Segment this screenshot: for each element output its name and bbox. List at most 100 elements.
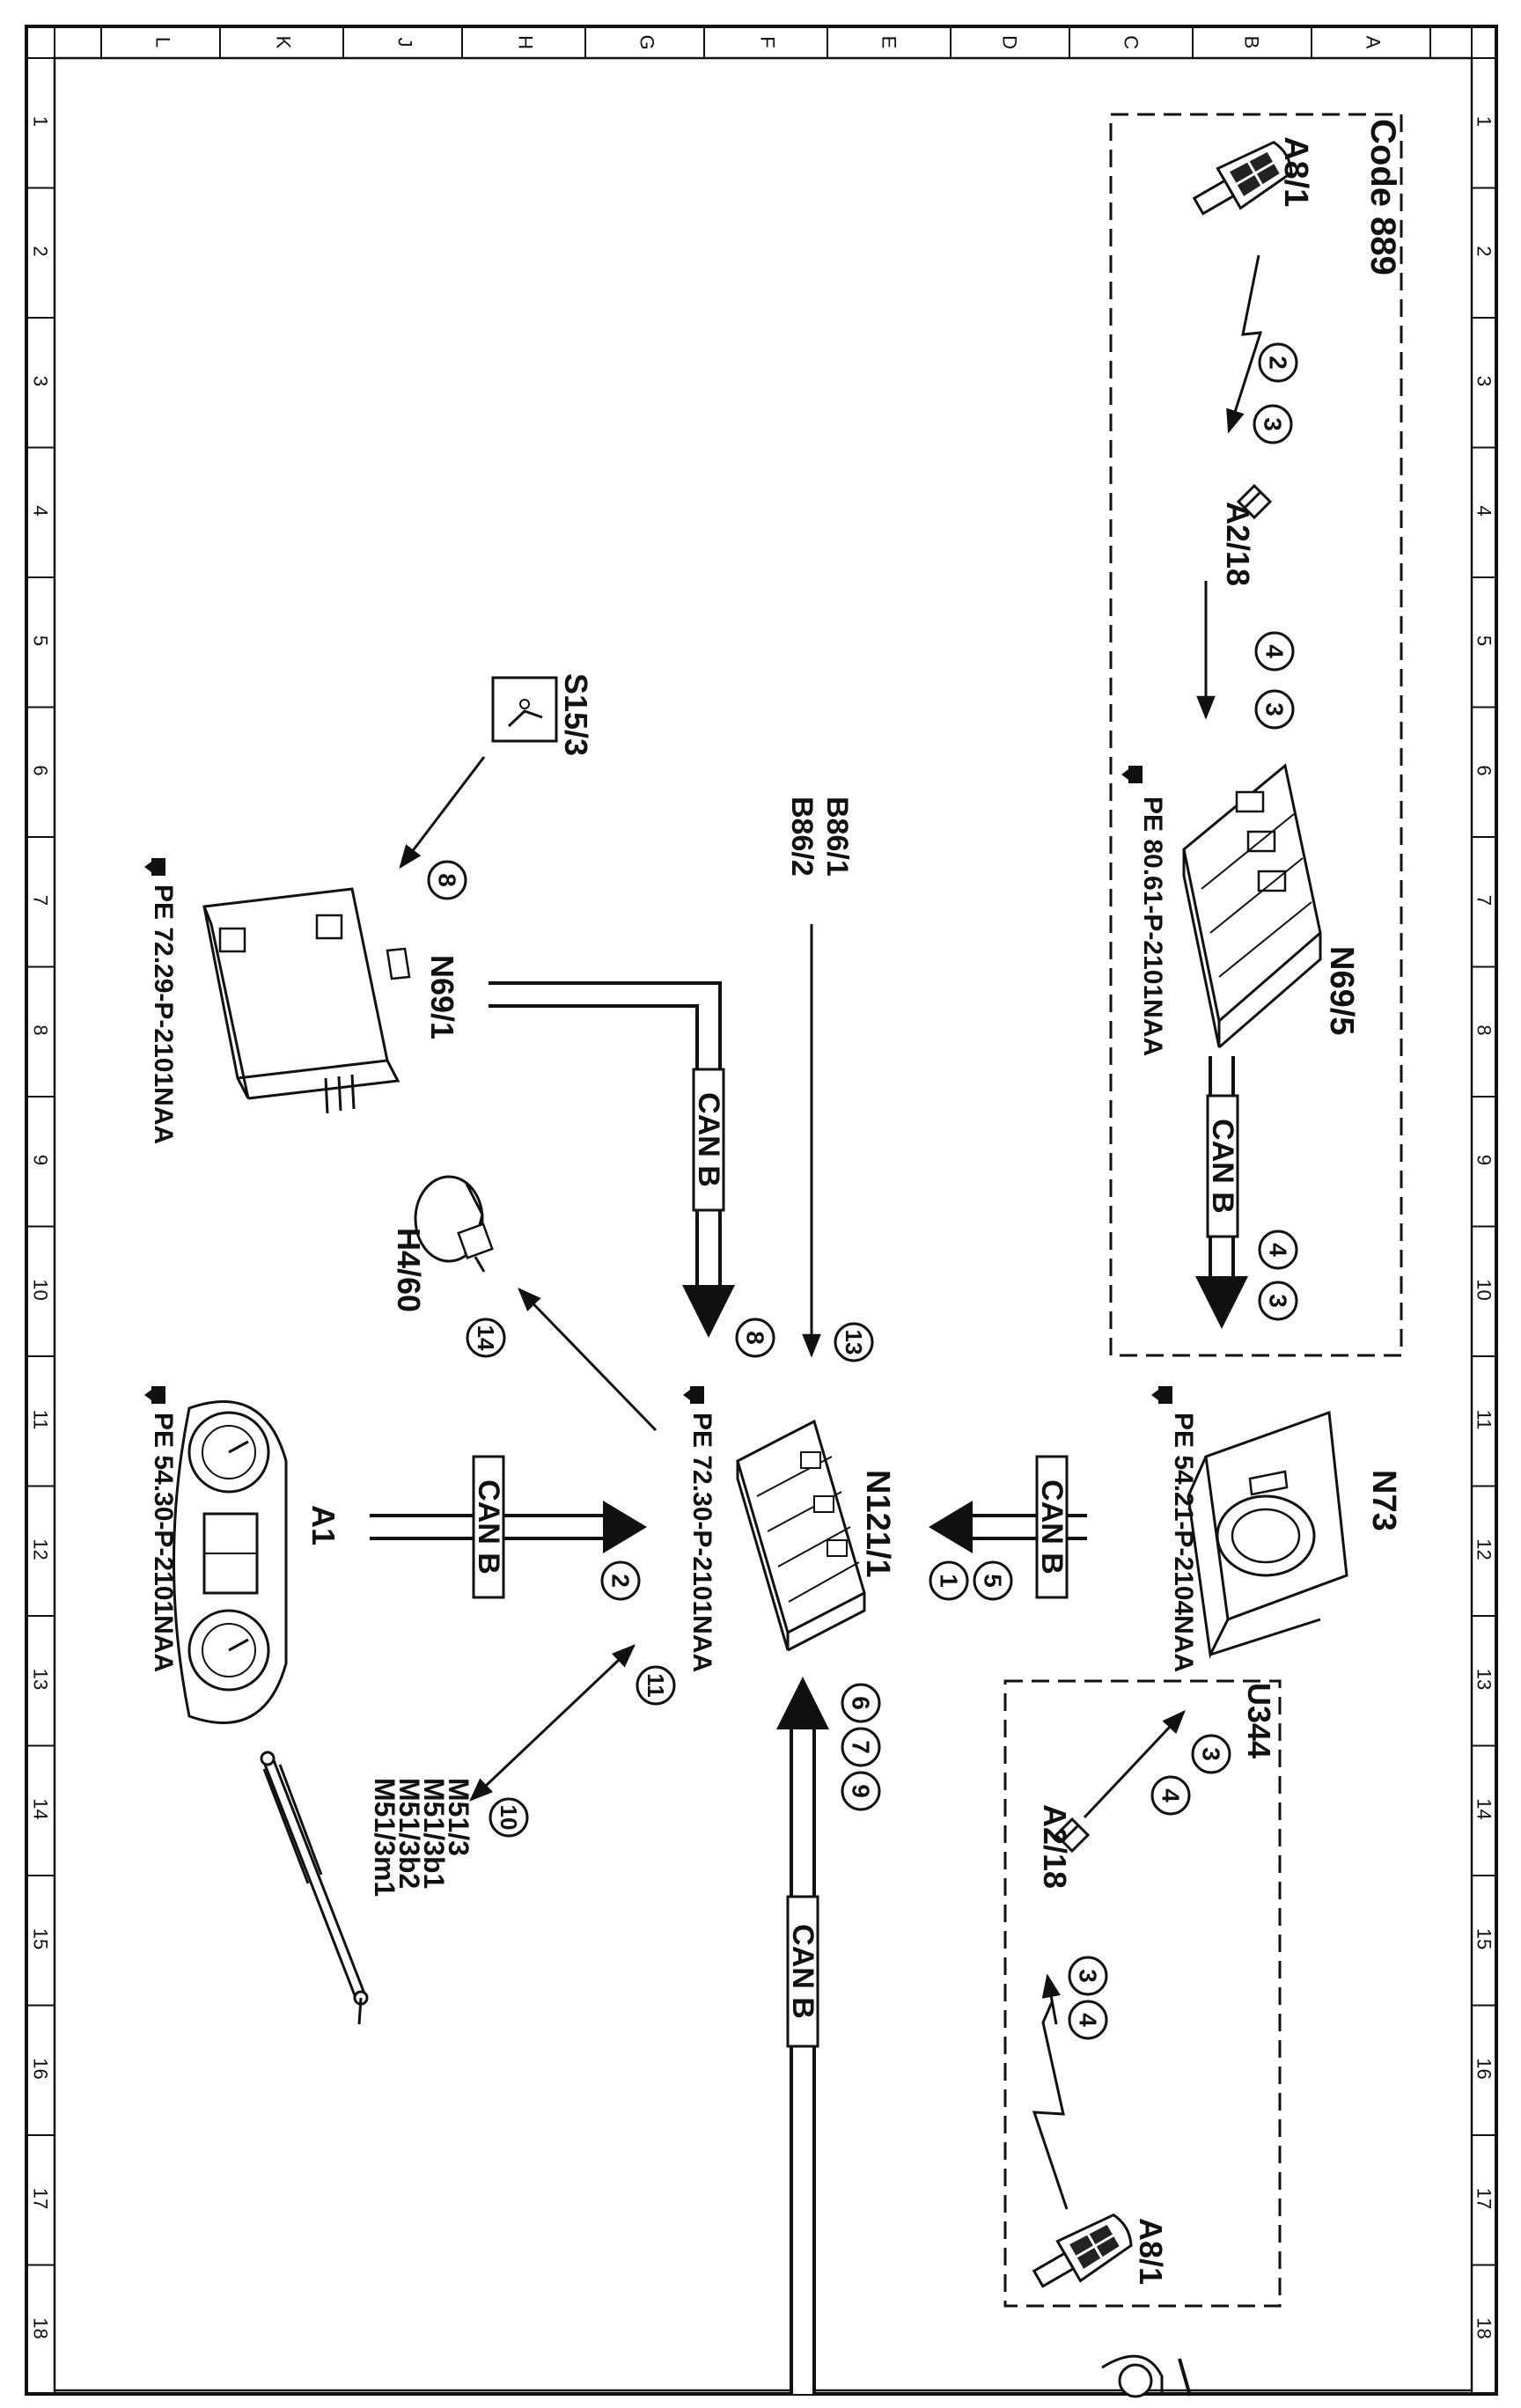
grid-row-label: 2 xyxy=(30,246,52,256)
grid-row-label: 3 xyxy=(30,376,52,386)
grid-row-label: 10 xyxy=(30,1279,52,1300)
can-bus-n69-5: CAN B xyxy=(1195,1056,1248,1329)
grid-column-label: F xyxy=(757,36,779,48)
partial-symbol-icon xyxy=(1101,2354,1192,2398)
grid-row-label: 4 xyxy=(1473,505,1495,516)
callout: 3 xyxy=(1253,404,1293,444)
horn-h4-60-icon xyxy=(414,1175,494,1273)
ignition-switch-icon xyxy=(1187,1410,1348,1659)
label-h4-60: H4/60 xyxy=(391,1228,427,1312)
callout: 4 xyxy=(1258,1230,1298,1270)
instrument-cluster-icon xyxy=(173,1400,288,1724)
grid-row-label: 4 xyxy=(30,505,52,516)
callout: 4 xyxy=(1150,1775,1191,1816)
grid-row-label: 11 xyxy=(1473,1410,1495,1430)
grid-row-label: 8 xyxy=(30,1024,52,1035)
ref-n69-5: PE 80.61-P-2101NAA xyxy=(1138,797,1167,1056)
label-m51-3: M51/3 xyxy=(443,1778,474,1856)
label-n121-1: N121/1 xyxy=(859,1470,896,1578)
grid-row-label: 13 xyxy=(1473,1669,1495,1690)
grid-row-label: 14 xyxy=(30,1798,52,1819)
callout: 9 xyxy=(841,1771,881,1811)
grid-row-label: 9 xyxy=(1473,1155,1495,1165)
grid-row-label: 1 xyxy=(1473,116,1495,127)
grid-row-label: 12 xyxy=(30,1538,52,1560)
svg-text:3: 3 xyxy=(1260,417,1287,431)
svg-text:2: 2 xyxy=(1265,356,1292,370)
grid-row-label: 11 xyxy=(30,1410,52,1430)
ref-n73: PE 54.21-P-2104NAA xyxy=(1169,1413,1198,1672)
group-code-889: Code 889 xyxy=(1109,113,1403,1357)
grid-row-label: 15 xyxy=(1473,1928,1495,1949)
grid-row-label: 6 xyxy=(1473,765,1495,775)
svg-text:4: 4 xyxy=(1075,2013,1102,2027)
callout: 4 xyxy=(1068,2000,1108,2040)
callout: 1 xyxy=(929,1560,969,1601)
grid-row-label: 7 xyxy=(30,895,52,906)
grid-row-label: 2 xyxy=(1473,246,1495,256)
svg-text:7: 7 xyxy=(848,1740,875,1754)
svg-text:13: 13 xyxy=(841,1330,867,1355)
module-n69-5-icon xyxy=(1182,763,1322,1049)
grid-row-label: 5 xyxy=(1473,635,1495,646)
can-b-label: CAN B xyxy=(1035,1479,1069,1575)
svg-text:11: 11 xyxy=(643,1673,669,1698)
callout: 11 xyxy=(636,1665,676,1706)
can-bus-n69-1: CAN B xyxy=(489,981,735,1338)
grid-column-label: C xyxy=(1121,35,1143,49)
grid-column-label: A xyxy=(1363,36,1385,49)
label-a1: A1 xyxy=(305,1505,342,1545)
grid-row-label: 10 xyxy=(1473,1279,1495,1300)
callout: 10 xyxy=(489,1797,529,1838)
label-a8-1-top: A8/1 xyxy=(1277,136,1314,207)
svg-text:1: 1 xyxy=(936,1574,963,1588)
svg-text:3: 3 xyxy=(1198,1747,1225,1761)
grid-row-label: 16 xyxy=(1473,2058,1495,2079)
svg-text:8: 8 xyxy=(742,1331,769,1345)
ref-a1: PE 54.30-P-2101NAA xyxy=(149,1413,178,1672)
grid-column-label: E xyxy=(878,36,900,49)
grid-column-label: K xyxy=(273,36,295,49)
document-ref-icon xyxy=(1151,1386,1172,1404)
svg-text:10: 10 xyxy=(496,1805,522,1831)
callout: 3 xyxy=(1191,1734,1231,1774)
grid-row-label: 3 xyxy=(1473,376,1495,386)
callout: 13 xyxy=(834,1322,874,1362)
can-b-label: CAN B xyxy=(472,1479,505,1575)
label-n73: N73 xyxy=(1365,1470,1402,1531)
callout: 3 xyxy=(1068,1956,1108,1996)
svg-text:3: 3 xyxy=(1265,1294,1292,1308)
document-ref-icon xyxy=(1121,766,1143,783)
grid-column-label: D xyxy=(999,35,1021,49)
can-b-label: CAN B xyxy=(1206,1119,1239,1214)
svg-text:8: 8 xyxy=(434,873,461,887)
callout: 2 xyxy=(1258,342,1298,383)
can-b-label: CAN B xyxy=(692,1092,725,1187)
svg-text:14: 14 xyxy=(473,1325,499,1351)
callout: 3 xyxy=(1254,689,1295,730)
svg-text:2: 2 xyxy=(607,1574,635,1588)
can-bus-bottom: CAN B xyxy=(776,1677,829,2394)
document-ref-icon xyxy=(144,1386,165,1404)
document-ref-icon xyxy=(144,858,165,876)
callout: 6 xyxy=(841,1683,881,1723)
label-b86-2: B86/2 xyxy=(785,797,819,877)
svg-text:4: 4 xyxy=(1261,644,1289,658)
callout: 14 xyxy=(466,1318,506,1358)
document-ref-icon xyxy=(683,1386,704,1404)
label-n69-1: N69/1 xyxy=(424,955,460,1039)
label-a2-18-top: A2/18 xyxy=(1220,502,1256,586)
grid-row-label: 17 xyxy=(30,2188,52,2209)
can-bus-a1: CAN B xyxy=(370,1455,647,1599)
label-m51-3b1: M51/3b1 xyxy=(418,1778,450,1889)
grid-row-label: 7 xyxy=(1473,895,1495,906)
label-m51-3b2: M51/3b2 xyxy=(393,1778,425,1889)
label-a2-18-bottom: A2/18 xyxy=(1037,1804,1073,1889)
grid-row-label: 9 xyxy=(30,1155,52,1165)
antenna-icon xyxy=(1054,1817,1091,1854)
label-n69-5: N69/5 xyxy=(1323,946,1360,1035)
label-m51-3m1: M51/3m1 xyxy=(369,1778,400,1897)
remote-key-icon xyxy=(1032,2213,1133,2288)
